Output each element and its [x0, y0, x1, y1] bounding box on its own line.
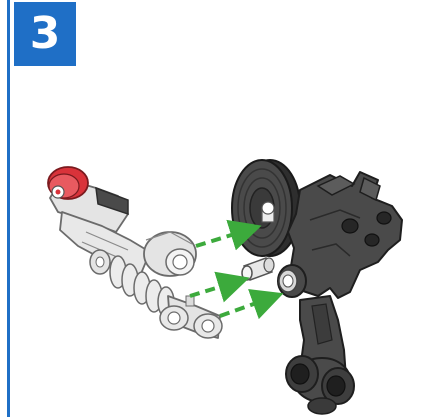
arrow-middle [190, 280, 242, 296]
dowel-pin [242, 258, 274, 280]
belt-tensioner-icon [48, 167, 222, 338]
pulley-bracket-icon [232, 160, 402, 414]
arrow-bottom [220, 296, 276, 316]
large-pulley [232, 160, 300, 256]
red-pulley-cap [48, 167, 88, 199]
